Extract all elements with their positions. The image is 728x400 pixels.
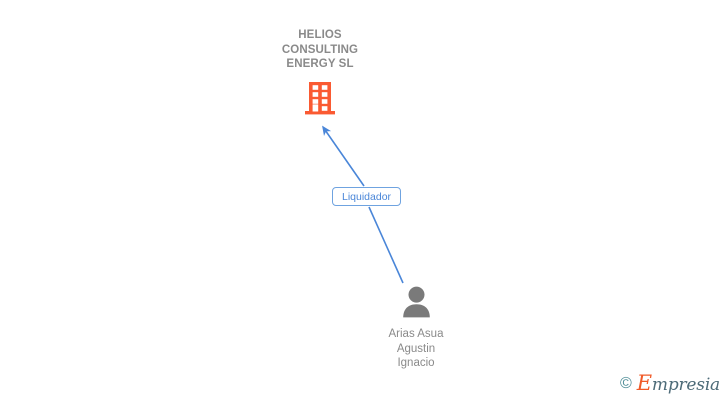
brand-wordmark: Empresia	[637, 373, 720, 394]
person-icon-wrap	[336, 286, 496, 320]
empresia-logo: © Empresia	[620, 373, 720, 394]
person-node[interactable]: Arias Asua Agustin Ignacio	[336, 286, 496, 371]
brand-initial: E	[636, 371, 652, 395]
person-name-label: Arias Asua Agustin Ignacio	[388, 328, 444, 369]
company-icon-wrap	[240, 80, 400, 118]
copyright-icon: ©	[619, 374, 632, 392]
company-node[interactable]: HELIOS CONSULTING ENERGY SL	[240, 28, 400, 118]
edge-segment-person-to-label	[368, 206, 404, 284]
building-icon	[305, 81, 335, 114]
relationship-label-text: Liquidador	[342, 190, 392, 203]
edge-segment-label-to-company	[322, 125, 365, 187]
relationship-label[interactable]: Liquidador	[332, 187, 402, 206]
company-name-label: HELIOS CONSULTING ENERGY SL	[281, 29, 359, 70]
brand-rest: mpresia	[651, 375, 720, 395]
person-icon	[402, 286, 430, 318]
